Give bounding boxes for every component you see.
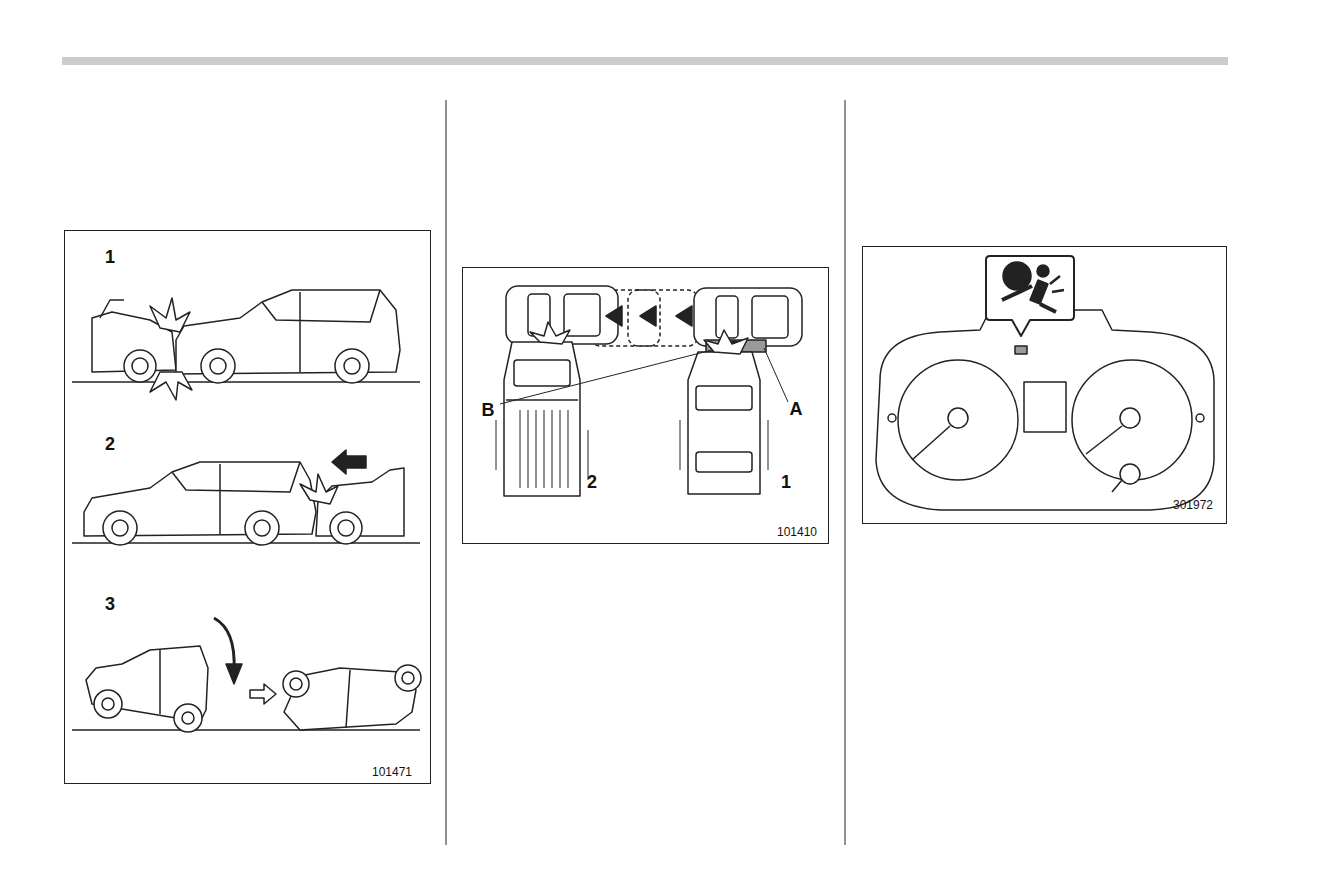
figure-frame <box>65 231 431 784</box>
callout-number: 3 <box>105 595 115 613</box>
collision-scenes <box>72 290 421 732</box>
callout-number: 1 <box>781 473 791 491</box>
figure-code: 301972 <box>1173 499 1213 511</box>
figure-frame <box>863 247 1227 524</box>
side-impact-scene <box>496 286 802 496</box>
callout-number: 2 <box>587 473 597 491</box>
figure-code: 101471 <box>372 766 412 778</box>
figure-frame <box>463 268 829 544</box>
header-bar <box>62 57 1228 65</box>
figure-code: 101410 <box>777 526 817 538</box>
column-divider <box>446 100 447 845</box>
instrument-cluster <box>876 256 1214 510</box>
part-letter: B <box>482 401 495 419</box>
callout-number: 1 <box>105 248 115 266</box>
part-letter: A <box>790 400 803 418</box>
column-divider <box>845 100 846 845</box>
callout-number: 2 <box>105 435 115 453</box>
